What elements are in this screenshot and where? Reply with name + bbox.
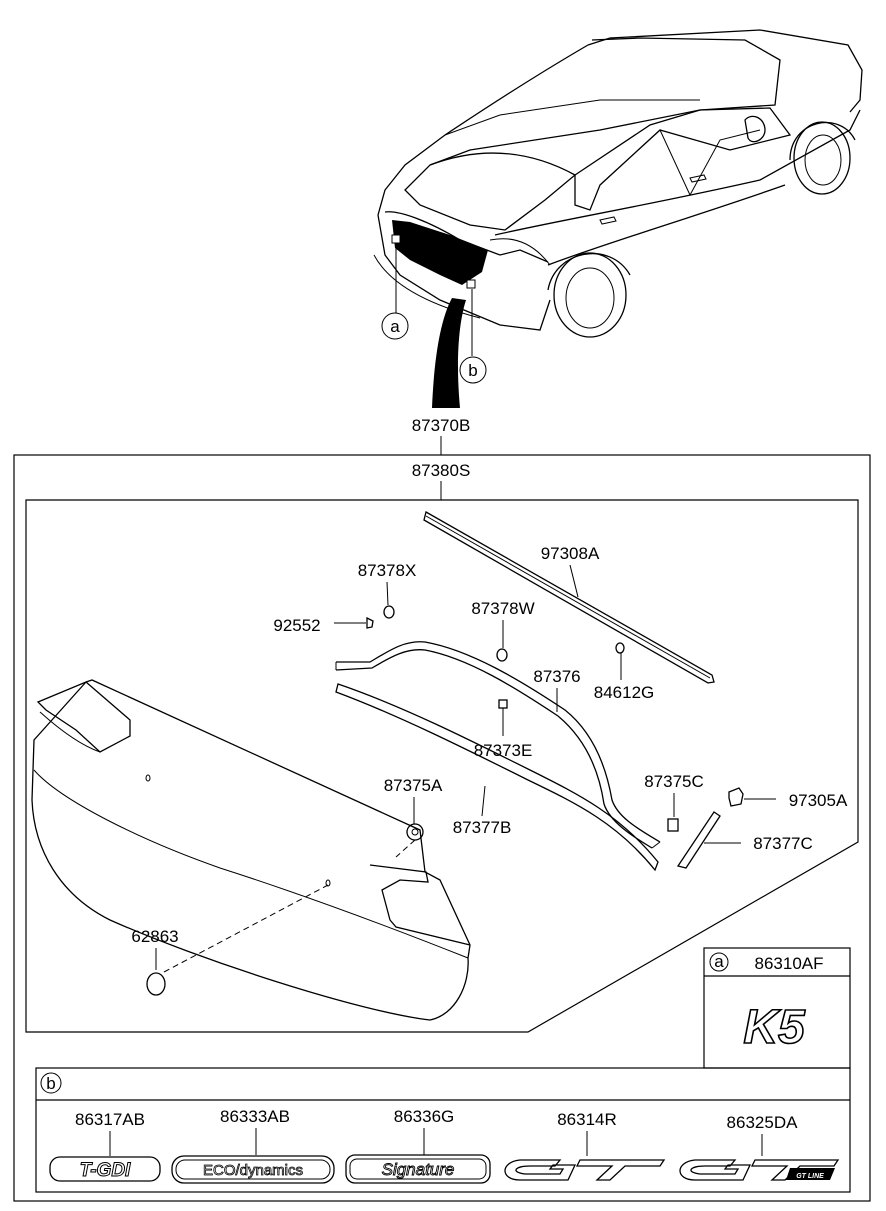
label-87376: 87376 [533, 667, 580, 686]
label-62863: 62863 [131, 927, 178, 946]
cap-62863 [146, 972, 166, 996]
emblem-gt [504, 1159, 666, 1181]
clip-87378W [496, 648, 508, 662]
clip-guide-line [395, 839, 416, 858]
pad-87373E [498, 699, 508, 709]
callout-a [381, 312, 409, 340]
emblem-eco-dynamics [171, 1155, 335, 1184]
emblem-b-box [35, 1067, 851, 1193]
clip-87378X [383, 605, 395, 619]
emblem-a-letter: a [714, 952, 724, 971]
label-87377B: 87377B [453, 818, 512, 837]
tailgate-garnish-panel [31, 679, 471, 1021]
label-87377C: 87377C [753, 834, 813, 853]
emblem-t-gdi-text: T-GDI [80, 1160, 131, 1181]
callout-a-letter: a [390, 317, 400, 336]
label-97305A: 97305A [789, 791, 848, 810]
emblem-signature-text: Signature [382, 1160, 455, 1179]
car-illustration [373, 29, 863, 408]
label-86310AF: 86310AF [755, 954, 824, 973]
label-87378X: 87378X [358, 561, 417, 580]
label-86314R: 86314R [557, 1110, 617, 1129]
outer-frame [13, 454, 871, 1202]
emblem-k5: K5 [743, 1001, 806, 1054]
emblem-signature [345, 1154, 491, 1184]
label-87373E: 87373E [474, 741, 533, 760]
molding-87377C [676, 811, 721, 869]
label-87378W: 87378W [471, 599, 534, 618]
cap-guide-line [163, 884, 329, 973]
callout-b [459, 356, 487, 384]
molding-97308A [423, 511, 715, 684]
label-87370B: 87370B [412, 416, 471, 435]
callout-b-letter: b [468, 361, 477, 380]
label-97308A: 97308A [541, 544, 600, 563]
label-87375C: 87375C [644, 772, 704, 791]
screw-92552 [366, 616, 374, 629]
clip-87375C [667, 818, 679, 832]
emblem-gt-line-text: GT LINE [796, 1173, 824, 1180]
emblem-eco-dynamics-text: ECO/dynamics [203, 1162, 303, 1179]
bracket-97305A [728, 787, 744, 807]
emblem-gt-line: GT LINE [679, 1159, 840, 1181]
seal-strip-87376 [335, 641, 661, 849]
label-84612G: 84612G [594, 683, 655, 702]
emblem-a-callout [709, 952, 729, 972]
label-92552: 92552 [273, 616, 320, 635]
label-86325DA: 86325DA [727, 1113, 799, 1132]
plug-84612G [615, 642, 625, 654]
inner-frame [25, 499, 859, 1033]
label-87380S: 87380S [412, 461, 471, 480]
molding-87377B [335, 683, 659, 872]
emblem-t-gdi [49, 1156, 161, 1182]
label-87375A: 87375A [384, 776, 443, 795]
emblem-b-letter: b [46, 1074, 55, 1093]
emblem-b-callout [40, 1072, 62, 1094]
label-86333AB: 86333AB [220, 1107, 290, 1126]
label-86317AB: 86317AB [75, 1110, 145, 1129]
label-86336G: 86336G [394, 1107, 455, 1126]
